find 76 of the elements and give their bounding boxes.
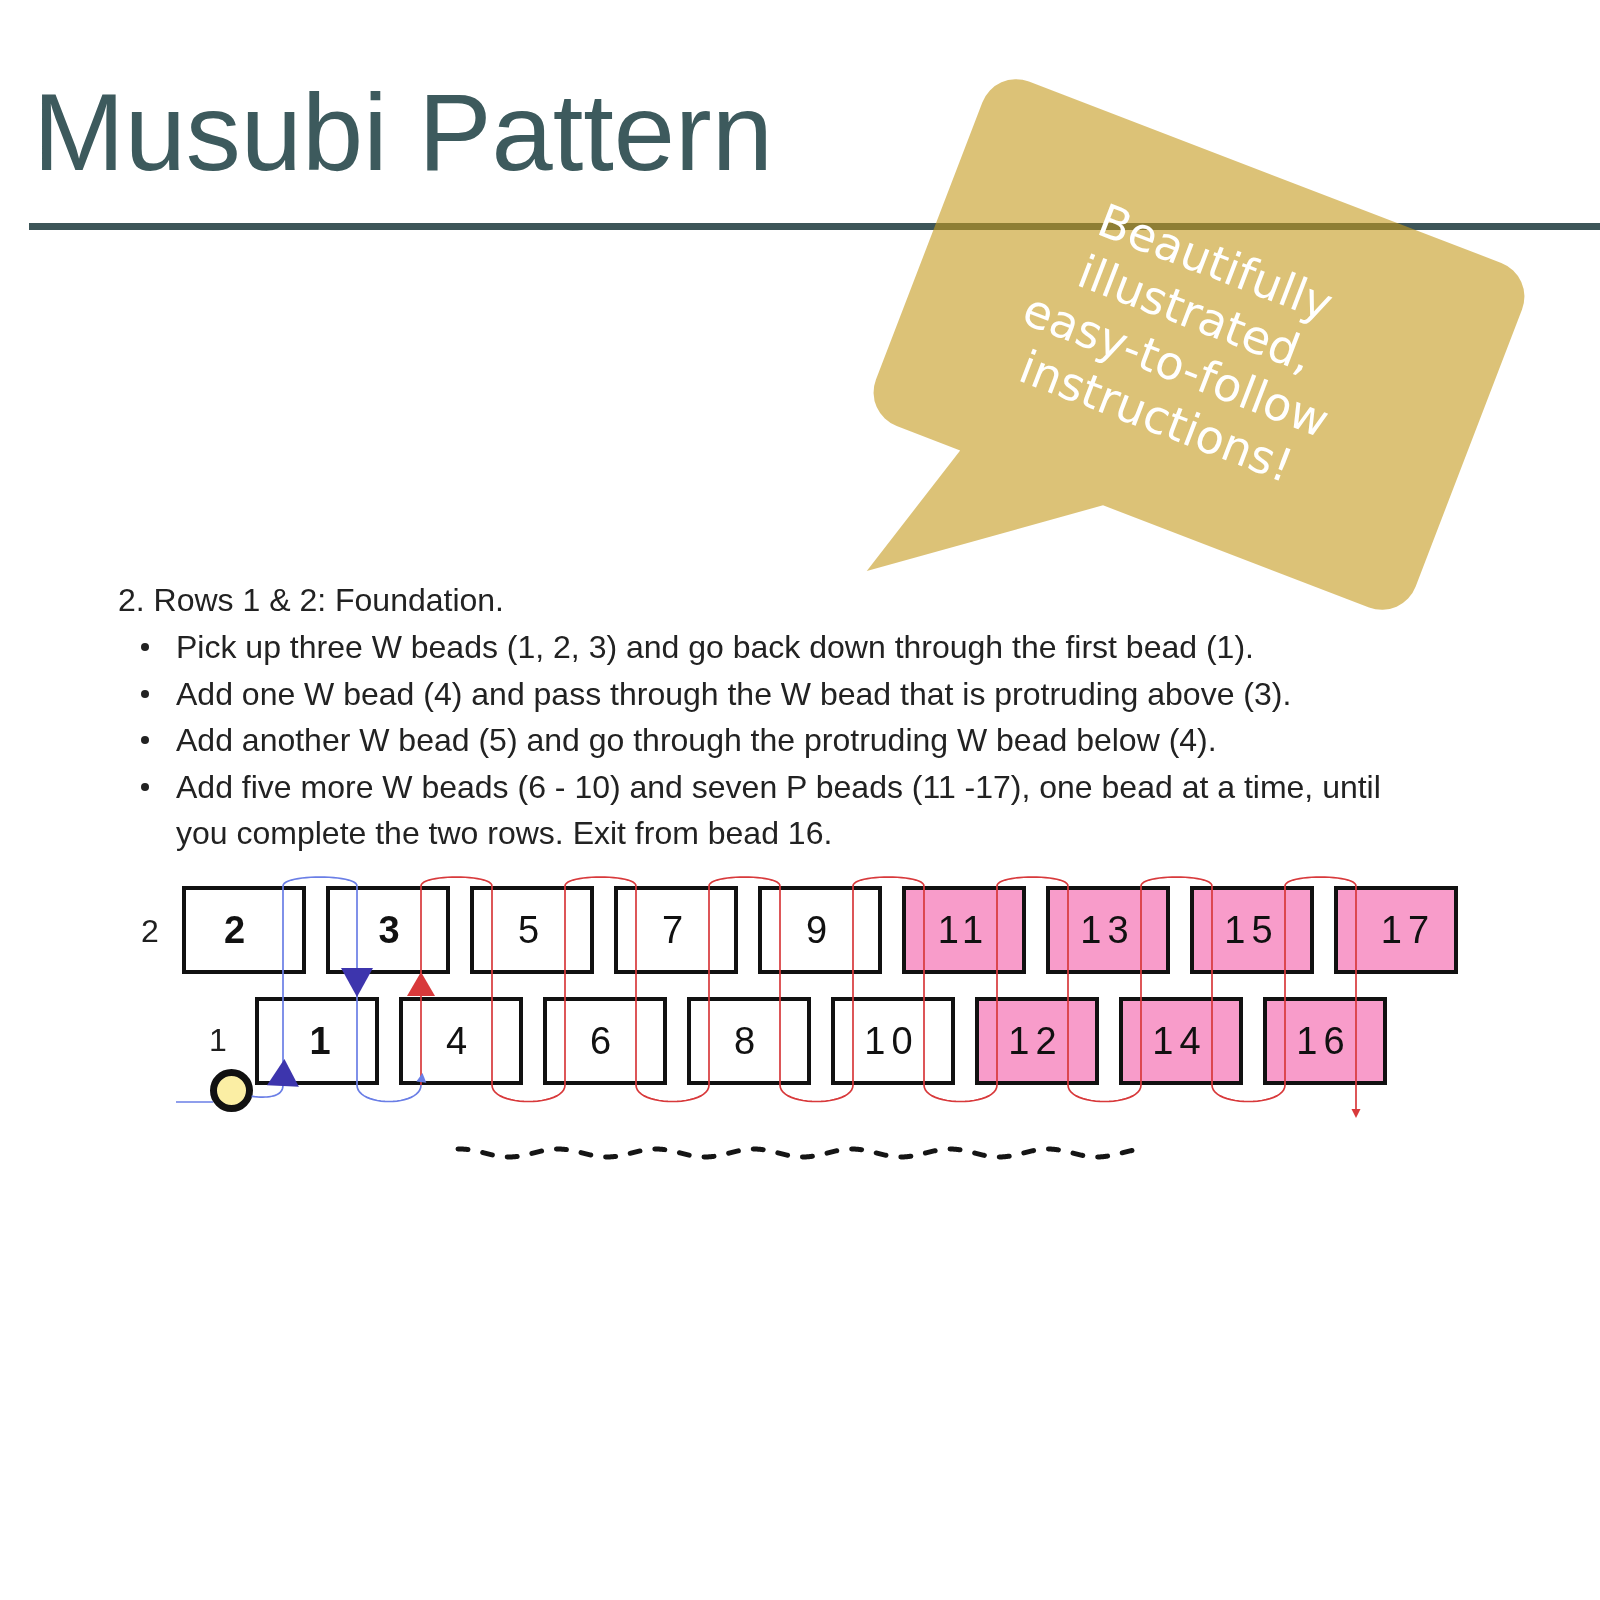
thread-line (779, 996, 854, 1103)
bead-box (1263, 997, 1387, 1085)
thread-line (1140, 876, 1213, 975)
row-number: 2 (141, 915, 159, 947)
bead-number: 11 (937, 911, 990, 949)
thread-line (282, 876, 358, 975)
thread-line (1211, 996, 1286, 1103)
bead-box (687, 997, 811, 1085)
thread-line (1067, 885, 1069, 998)
thread-line (1284, 876, 1357, 975)
bead-box (255, 997, 379, 1085)
instruction-text: Pick up three W beads (1, 2, 3) and go back down through the first bead (1). (176, 628, 1254, 667)
thread-line (779, 885, 781, 998)
title: Musubi Pattern (33, 77, 773, 187)
row-number: 1 (209, 1024, 227, 1056)
step-heading: 2. Rows 1 & 2: Foundation. (118, 581, 504, 620)
thread-line (491, 885, 493, 998)
bead-box (1334, 886, 1458, 974)
thread-line (923, 885, 925, 998)
thread-line (491, 996, 566, 1103)
thread-line (923, 996, 998, 1103)
thread-line (996, 876, 1069, 975)
bead-number: 1 (309, 1022, 337, 1060)
bead-number: 6 (589, 1022, 618, 1060)
thread-arrow (407, 972, 435, 1086)
bead-number: 7 (661, 911, 690, 949)
bead-box (1190, 886, 1314, 974)
thread-line (852, 973, 854, 1086)
bead-box (831, 997, 955, 1085)
thread-line (852, 876, 925, 975)
thread-line (708, 876, 781, 975)
bead-number: 14 (1152, 1022, 1207, 1060)
bead-box (1119, 997, 1243, 1085)
thread-line (175, 1101, 214, 1103)
bead-number: 9 (805, 911, 834, 949)
thread-arrow (1351, 996, 1361, 1118)
bead-number: 15 (1224, 911, 1279, 949)
bead-box (470, 886, 594, 974)
bead-number: 16 (1296, 1022, 1351, 1060)
thread-line (1211, 885, 1213, 998)
bead-number: 8 (733, 1022, 762, 1060)
thread-line (420, 876, 493, 975)
instruction-text: Add five more W beads (6 - 10) and seven P beads (11 -17), one bead at a time, until you complete the two rows. Exit from bead 16. (176, 768, 1382, 853)
thread-line (1355, 885, 1357, 998)
bead-number: 5 (517, 911, 546, 949)
bead-box (399, 997, 523, 1085)
thread-line (1140, 973, 1142, 1086)
thread-line (1067, 996, 1142, 1103)
bead-circle (209, 1068, 253, 1112)
thread-arrow (250, 1059, 299, 1098)
thread-line (635, 885, 637, 998)
bead-box (182, 886, 306, 974)
bead-number: 17 (1380, 911, 1436, 949)
instruction-text: Add another W bead (5) and go through the protruding W bead below (4). (176, 721, 1217, 760)
bead-number: 12 (1008, 1022, 1063, 1060)
bead-number: 13 (1080, 911, 1135, 949)
bead-box (975, 997, 1099, 1085)
bead-number: 3 (378, 911, 406, 949)
bead-box (326, 886, 450, 974)
bead-box (758, 886, 882, 974)
thread-line (996, 973, 998, 1086)
bead-number: 2 (223, 911, 252, 949)
thread-line (1284, 973, 1286, 1086)
thread-line (708, 973, 710, 1086)
bead-number: 10 (864, 1022, 919, 1060)
instruction-text: Add one W bead (4) and pass through the W bead that is protruding above (3). (176, 675, 1292, 714)
thread-arrow (341, 885, 373, 998)
thread-line (564, 876, 637, 975)
bead-box (543, 997, 667, 1085)
thread-line (564, 973, 566, 1086)
bead-number: 4 (445, 1022, 474, 1060)
bead-box (902, 886, 1026, 974)
bead-box (614, 886, 738, 974)
thread-arrow (356, 996, 427, 1103)
thread-line (635, 996, 710, 1103)
bead-box (1046, 886, 1170, 974)
